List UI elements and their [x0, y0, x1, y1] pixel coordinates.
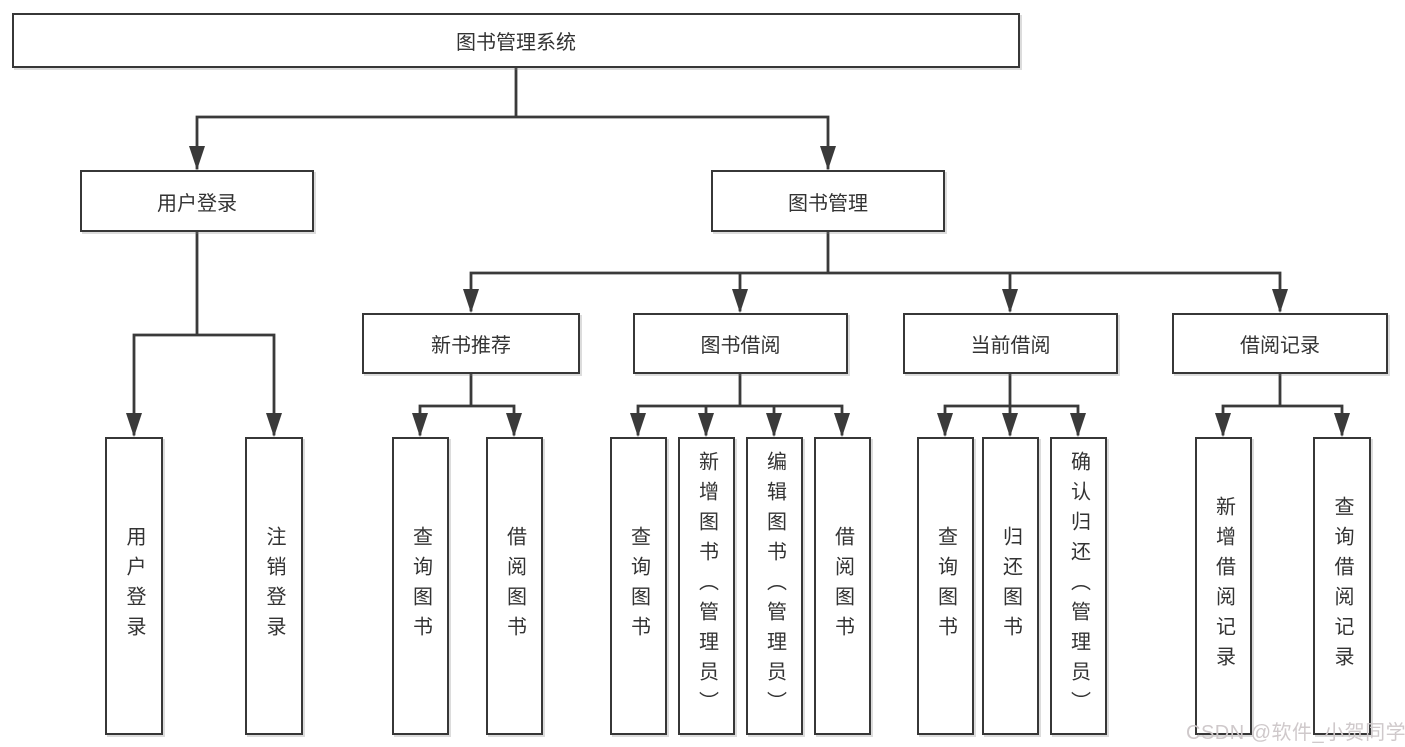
node-label: 编辑图书（管理员）: [763, 451, 786, 721]
node-label: 新书推荐: [431, 335, 511, 357]
leaf-current-query-books: 查询图书: [917, 437, 974, 735]
node-label: 图书管理: [788, 192, 868, 215]
leaf-newbook-query-books: 查询图书: [392, 437, 449, 735]
connector-user-login-group: [126, 230, 282, 437]
connector-new-book-group: [412, 372, 522, 437]
watermark: CSDN @软件_小贺同学: [1186, 722, 1405, 744]
node-book-management: 图书管理: [711, 170, 945, 232]
node-label: 查询图书: [627, 526, 650, 646]
node-label: 确认归还（管理员）: [1067, 451, 1090, 721]
node-library-management-system: 图书管理系统: [12, 13, 1020, 68]
node-label: 归还图书: [999, 526, 1022, 646]
node-label: 当前借阅: [970, 335, 1051, 357]
leaf-current-return-books: 归还图书: [982, 437, 1039, 735]
node-label: 图书管理系统: [456, 32, 576, 54]
connector-root-to-level2: [189, 66, 836, 170]
leaf-record-add-borrow-record: 新增借阅记录: [1195, 437, 1252, 735]
leaf-borrow-query-books: 查询图书: [610, 437, 667, 735]
node-user-login: 用户登录: [80, 170, 314, 232]
node-book-borrowing: 图书借阅: [633, 313, 848, 374]
connector-book-management-to-level3: [463, 230, 1288, 313]
leaf-borrow-edit-books-admin: 编辑图书（管理员）: [746, 437, 803, 735]
node-label: 用户登录: [123, 526, 145, 646]
node-current-borrowing: 当前借阅: [903, 313, 1118, 374]
leaf-borrow-add-books-admin: 新增图书（管理员）: [678, 437, 735, 735]
connector-book-borrow-group: [630, 372, 850, 437]
leaf-current-confirm-return-admin: 确认归还（管理员）: [1050, 437, 1107, 735]
leaf-logout: 注销登录: [245, 437, 303, 735]
leaf-borrow-borrow-books: 借阅图书: [814, 437, 871, 735]
leaf-record-query-borrow-record: 查询借阅记录: [1313, 437, 1371, 735]
node-label: 借阅图书: [831, 526, 854, 646]
leaf-user-login: 用户登录: [105, 437, 163, 735]
node-label: 借阅记录: [1240, 335, 1320, 357]
node-label: 用户登录: [157, 192, 237, 215]
node-label: 注销登录: [263, 526, 285, 646]
connector-borrow-record-group: [1215, 372, 1350, 437]
connector-current-borrow-group: [937, 372, 1086, 437]
node-borrowing-records: 借阅记录: [1172, 313, 1388, 374]
node-label: 借阅图书: [503, 526, 526, 646]
node-label: 新增图书（管理员）: [695, 451, 718, 721]
leaf-newbook-borrow-books: 借阅图书: [486, 437, 543, 735]
node-label: 新增借阅记录: [1212, 496, 1235, 676]
node-new-book-recommendation: 新书推荐: [362, 313, 580, 374]
node-label: 查询借阅记录: [1331, 496, 1353, 676]
node-label: 图书借阅: [700, 335, 781, 357]
node-label: 查询图书: [409, 526, 432, 646]
node-label: 查询图书: [934, 526, 957, 646]
